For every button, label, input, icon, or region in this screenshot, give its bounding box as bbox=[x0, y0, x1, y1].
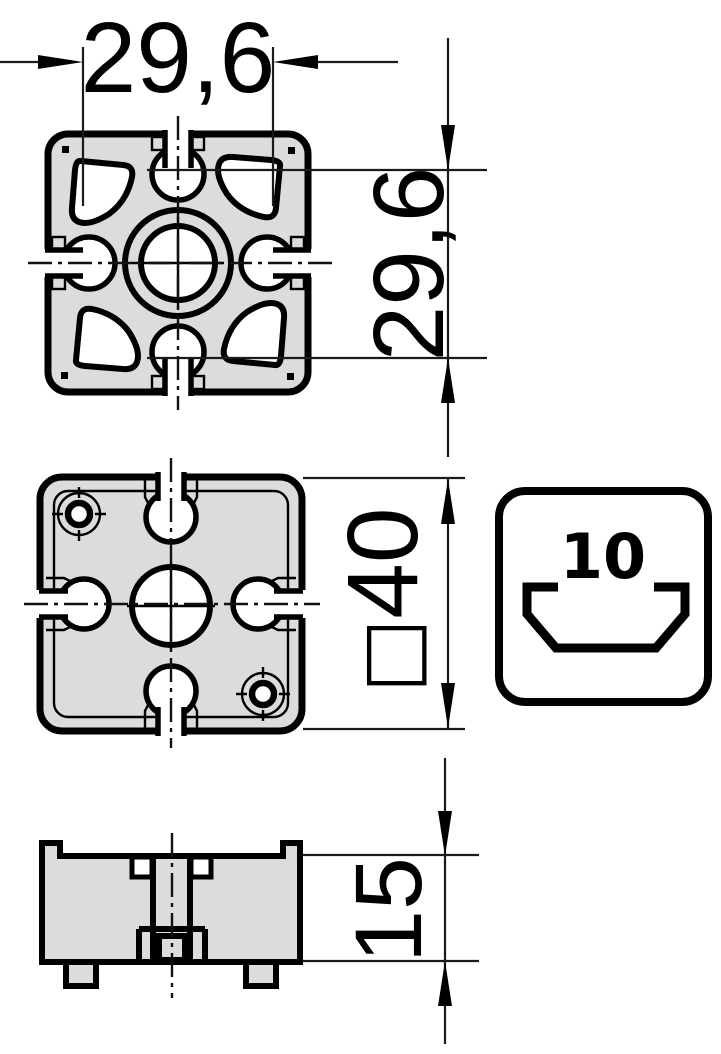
channel-notch-left bbox=[129, 854, 155, 880]
screw-boss-bottom-right bbox=[236, 667, 290, 721]
screw-boss-top-left bbox=[52, 487, 106, 541]
arrowhead-top bbox=[441, 125, 455, 170]
dimension-side-height: 15 bbox=[302, 758, 479, 1044]
extension-lines bbox=[81, 47, 275, 206]
dimension-slot-pitch-width: 29,6 bbox=[0, 2, 398, 206]
cavity-top-right bbox=[215, 153, 284, 221]
foot-left bbox=[63, 959, 99, 989]
channel-notch-right bbox=[188, 854, 214, 880]
dimension-profile-size: □40 bbox=[303, 476, 465, 731]
arrowhead-bottom bbox=[441, 358, 455, 403]
dimension-slot-pitch-height: 29,6 bbox=[147, 38, 487, 457]
arrowhead-right bbox=[273, 55, 318, 69]
screw-head bbox=[64, 499, 94, 529]
square-symbol: □ bbox=[346, 619, 436, 693]
arrowhead-bottom bbox=[438, 961, 452, 1006]
side-view-elevation bbox=[39, 833, 303, 998]
arrowhead-top bbox=[438, 811, 452, 856]
top-view-cross-section bbox=[28, 116, 334, 410]
corner-mark bbox=[62, 146, 69, 153]
front-view-end-face bbox=[24, 458, 320, 748]
slot-lip-hook bbox=[189, 135, 206, 152]
cavity-bottom-left bbox=[72, 305, 141, 373]
side-body bbox=[39, 840, 303, 965]
arrowhead-bottom bbox=[441, 683, 455, 728]
cavity-bottom-right bbox=[220, 300, 288, 369]
dimension-text-29-6-height: 29,6 bbox=[353, 167, 465, 362]
groove-10-icon: 10 bbox=[495, 487, 712, 706]
extension-lines bbox=[302, 853, 479, 963]
extension-lines bbox=[147, 168, 487, 360]
dimension-text-29-6-width: 29,6 bbox=[81, 2, 276, 114]
arrowhead-top bbox=[441, 479, 455, 524]
groove-profile-glyph bbox=[522, 582, 690, 653]
cavity-top-left bbox=[68, 157, 136, 226]
dimension-text-square-40: □40 bbox=[327, 508, 439, 693]
arrowhead-left bbox=[38, 55, 83, 69]
teardrop-cavities bbox=[68, 153, 288, 373]
slot-lip-hook bbox=[150, 135, 167, 152]
foot-right bbox=[243, 959, 279, 989]
screw-crosshair bbox=[52, 487, 106, 541]
dimension-text-15: 15 bbox=[336, 857, 442, 963]
extension-lines bbox=[303, 476, 465, 731]
groove-size-label: 10 bbox=[560, 520, 646, 593]
